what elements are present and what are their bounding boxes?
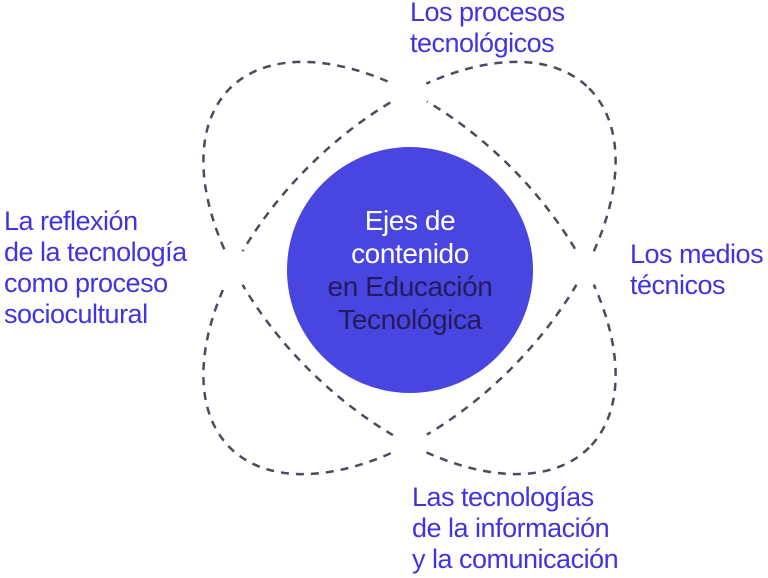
orbit-label-right-line: técnicos	[630, 270, 726, 300]
center-subtitle-line: Tecnológica	[338, 304, 482, 335]
orbit-label-left-line: sociocultural	[4, 299, 148, 329]
orbit-label-top-line: tecnológicos	[410, 28, 555, 58]
node-dot-left	[215, 249, 253, 287]
center-subtitle-line: en Educación	[327, 271, 493, 302]
orbit-label-top-line: Los procesos	[410, 0, 565, 27]
orbit-label-bottom: Las tecnologías de la información y la c…	[412, 482, 619, 575]
center-circle-text: Ejes de contenido en Educación Tecnológi…	[328, 204, 493, 336]
orbit-label-bottom-line: Las tecnologías	[412, 482, 594, 512]
orbit-label-left: La reflexión de la tecnología como proce…	[4, 206, 187, 330]
orbit-label-left-line: de la tecnología	[4, 237, 187, 267]
node-dot-right	[566, 249, 604, 287]
center-title-line: Ejes de	[364, 205, 456, 236]
orbit-label-top: Los procesos tecnológicos	[410, 0, 565, 59]
node-dot-bottom	[391, 424, 429, 462]
center-title-line: contenido	[351, 238, 469, 269]
orbit-label-right-line: Los medios	[630, 239, 764, 269]
orbit-label-bottom-line: y la comunicación	[412, 544, 619, 574]
orbit-ellipse-upleft-tilt	[202, 60, 617, 476]
center-circle: Ejes de contenido en Educación Tecnológi…	[287, 147, 533, 393]
orbit-label-left-line: La reflexión	[4, 206, 138, 236]
orbit-label-right: Los medios técnicos	[630, 239, 764, 301]
orbit-label-left-line: como proceso	[4, 268, 168, 298]
node-dot-top	[391, 74, 429, 112]
orbit-label-bottom-line: de la información	[412, 513, 610, 543]
